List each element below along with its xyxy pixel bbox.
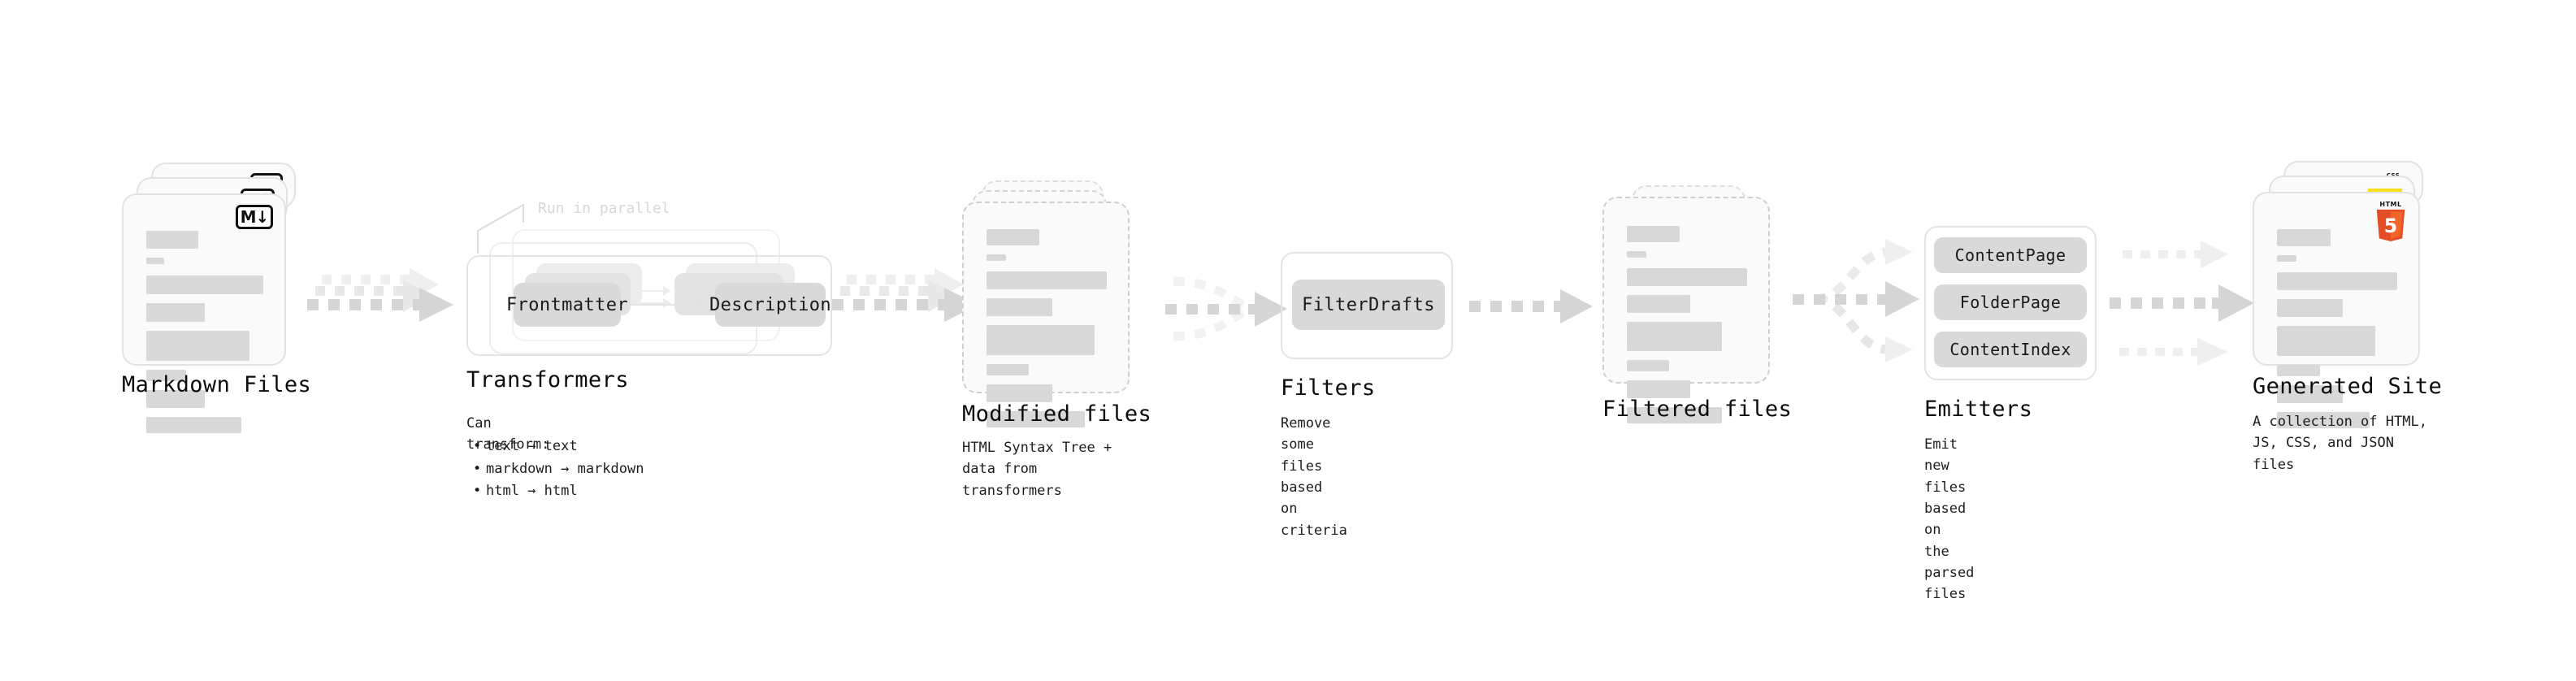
site-card-stack: CSS HTML 5 (2253, 161, 2439, 428)
connector-filters-to-filtered (1469, 289, 1593, 323)
markdown-icon: M↓ (236, 205, 273, 229)
svg-text:5: 5 (2384, 215, 2397, 237)
stage-title: Transformers (466, 367, 629, 393)
stage-subtitle: Can transform: (466, 415, 550, 453)
stage-title: Markdown Files (122, 372, 312, 397)
stage-subtitle: Remove some files based on criteria (1281, 415, 1347, 539)
document-placeholder-lines (146, 231, 263, 442)
filter-chip-filterdrafts[interactable]: FilterDrafts (1292, 280, 1445, 330)
document-placeholder-lines (1627, 226, 1747, 432)
filtered-card-front (1602, 197, 1770, 423)
stage-markdown-files: M↓ M↓ M↓ Markdown F (122, 163, 311, 433)
stage-title: Modified files (962, 401, 1152, 427)
modified-card-stack (962, 180, 1141, 427)
html5-icon: HTML 5 (2373, 201, 2409, 241)
emitter-chip-folderpage[interactable]: FolderPage (1934, 284, 2087, 320)
stage-subtitle: A collection of HTML, JS, CSS, and JSON … (2253, 414, 2427, 473)
transform-bullet-list: •text → text •markdown → markdown •html … (473, 436, 644, 503)
stage-subtitle: HTML Syntax Tree + data from transformer… (962, 440, 1112, 499)
stage-title: Emitters (1924, 397, 2033, 422)
markdown-card-front: M↓ (122, 193, 286, 433)
document-placeholder-lines (987, 229, 1107, 436)
stage-title: Filtered files (1602, 397, 1793, 422)
stage-subtitle: Emit new files based on the parsed files (1924, 436, 1975, 603)
stage-title: Filters (1281, 375, 1376, 401)
filtered-card-stack (1602, 185, 1781, 423)
document-placeholder-lines (2277, 229, 2397, 437)
connector-transformers-to-modified (832, 268, 978, 322)
connector-modified-to-filters (1165, 276, 1287, 341)
parallel-leader-line (477, 203, 524, 254)
connector-markdown-to-transformers (307, 268, 453, 322)
emitters-group-box (1924, 226, 2097, 380)
transformer-group-front (466, 255, 832, 356)
stage-filtered-files: Filtered files (1602, 185, 1792, 423)
emitter-chip-contentpage[interactable]: ContentPage (1934, 237, 2087, 273)
markdown-card-stack: M↓ M↓ M↓ (122, 163, 301, 433)
stage-generated-site: CSS HTML 5 (2253, 161, 2442, 473)
filters-group-box (1281, 252, 1453, 359)
transformer-inner-arrows (635, 286, 671, 308)
transformer-chip-frontmatter[interactable]: Frontmatter (506, 283, 628, 327)
connector-emitters-to-site (2110, 241, 2254, 366)
site-card-front: HTML 5 (2253, 192, 2420, 428)
emitter-chip-contentindex[interactable]: ContentIndex (1934, 332, 2087, 367)
frontmatter-to-description-arrow (624, 299, 710, 310)
list-item: •html → html (473, 483, 578, 500)
modified-card-front (962, 202, 1130, 427)
list-item: •markdown → markdown (473, 460, 644, 477)
stage-title: Generated Site (2253, 374, 2443, 399)
run-in-parallel-label: Run in parallel (538, 200, 670, 217)
transformer-chip-description[interactable]: Description (709, 283, 831, 327)
stage-modified-files: Modified files HTML Syntax Tree + data f… (962, 180, 1151, 499)
list-item: •text → text (473, 438, 578, 454)
connector-filtered-to-emitters (1793, 239, 1919, 362)
